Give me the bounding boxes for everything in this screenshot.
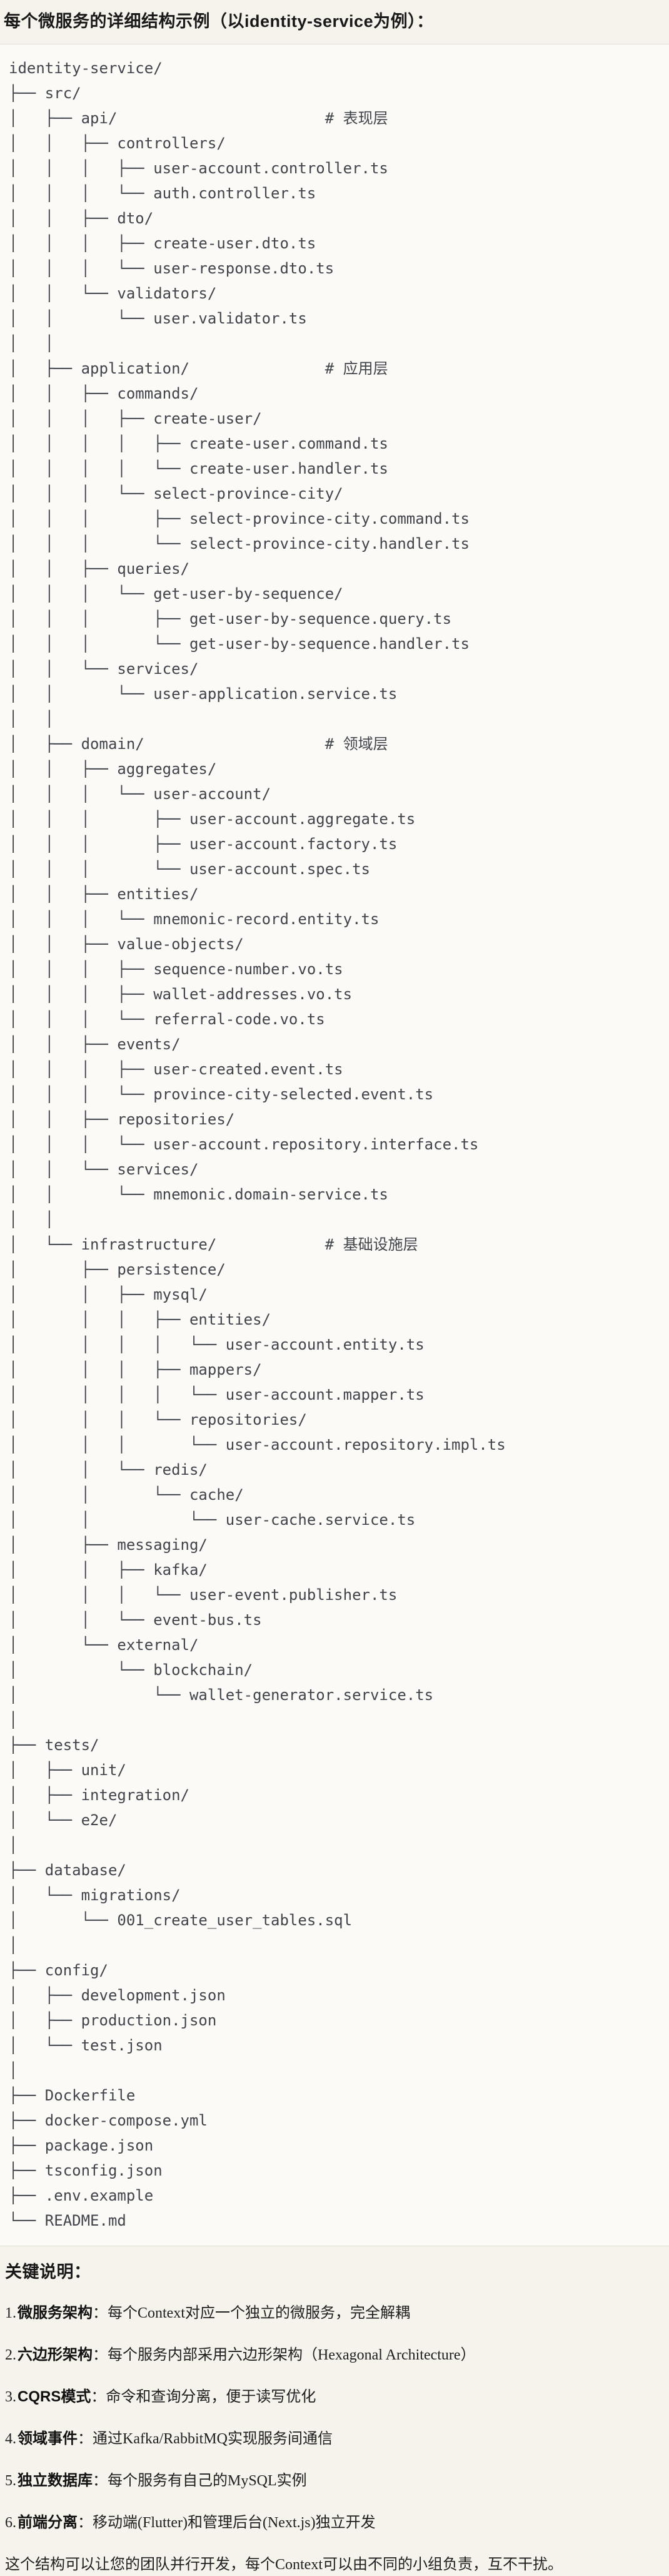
note-label: 六边形架构 — [18, 2346, 93, 2363]
note-number: 6. — [5, 2515, 16, 2531]
note-text: ：命令和查询分离，便于读写优化 — [91, 2389, 316, 2405]
note-number: 2. — [5, 2347, 16, 2363]
note-number: 3. — [5, 2389, 16, 2405]
notes-section: 关键说明： 1.微服务架构：每个Context对应一个独立的微服务，完全解耦 2… — [0, 2246, 669, 2575]
closing-paragraph: 这个结构可以让您的团队并行开发，每个Context可以由不同的小组负责，互不干扰… — [5, 2557, 563, 2573]
note-item: 1.微服务架构：每个Context对应一个独立的微服务，完全解耦 — [5, 2304, 663, 2323]
note-label: 独立数据库 — [18, 2472, 93, 2489]
note-item: 4.领域事件：通过Kafka/RabbitMQ实现服务间通信 — [5, 2430, 663, 2448]
notes-heading: 关键说明： — [5, 2263, 91, 2281]
note-number: 1. — [5, 2305, 16, 2321]
note-item: 2.六边形架构：每个服务内部采用六边形架构（Hexagonal Architec… — [5, 2346, 663, 2365]
document-header: 每个微服务的详细结构示例（以identity-service为例）： — [0, 0, 669, 44]
note-text: ：每个Context对应一个独立的微服务，完全解耦 — [93, 2305, 410, 2321]
note-label: CQRS模式 — [18, 2388, 91, 2405]
note-item: 3.CQRS模式：命令和查询分离，便于读写优化 — [5, 2388, 663, 2406]
note-item: 5.独立数据库：每个服务有自己的MySQL实例 — [5, 2472, 663, 2490]
page-title: 每个微服务的详细结构示例（以identity-service为例）： — [4, 12, 434, 31]
note-label: 领域事件 — [18, 2430, 78, 2447]
note-number: 5. — [5, 2473, 16, 2489]
note-text: ：每个服务内部采用六边形架构（Hexagonal Architecture） — [93, 2347, 476, 2363]
note-number: 4. — [5, 2431, 16, 2447]
note-text: ：每个服务有自己的MySQL实例 — [93, 2473, 307, 2489]
code-block: identity-service/ ├── src/ │ ├── api/ # … — [0, 44, 669, 2246]
directory-tree: identity-service/ ├── src/ │ ├── api/ # … — [9, 59, 506, 2229]
note-label: 前端分离 — [18, 2514, 78, 2531]
note-item: 6.前端分离：移动端(Flutter)和管理后台(Next.js)独立开发 — [5, 2513, 663, 2532]
note-label: 微服务架构 — [18, 2304, 93, 2321]
note-text: ：移动端(Flutter)和管理后台(Next.js)独立开发 — [78, 2515, 376, 2531]
note-text: ：通过Kafka/RabbitMQ实现服务间通信 — [78, 2431, 333, 2447]
